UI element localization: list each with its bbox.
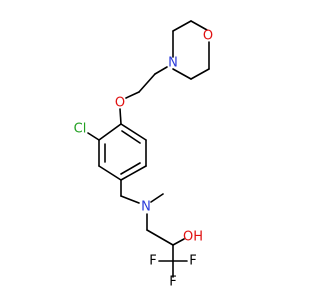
hydroxyl-label: OH bbox=[183, 230, 203, 245]
morpholine-oxygen-label: O bbox=[203, 29, 213, 44]
bond-ch2-ch2 bbox=[138, 73, 156, 93]
bond-morph-n-c3 bbox=[172, 68, 192, 80]
bond-morph-c3-c4 bbox=[190, 68, 210, 80]
fluorine-top-label: F bbox=[169, 275, 176, 290]
amine-nitrogen-label: N bbox=[141, 200, 151, 215]
bond-ring-4 bbox=[98, 165, 122, 181]
bond-morph-o-c1 bbox=[190, 20, 208, 31]
bond-ring-cl bbox=[87, 132, 100, 141]
ether-oxygen-label: O bbox=[115, 96, 125, 111]
fluorine-right-label: F bbox=[189, 254, 196, 269]
bonds bbox=[87, 20, 210, 278]
morpholine-nitrogen-label: N bbox=[168, 56, 178, 71]
atom-labels: O N O Cl N OH F F F bbox=[74, 29, 213, 290]
bond-n-ch2 bbox=[154, 66, 168, 75]
bond-n-methyl bbox=[150, 193, 164, 203]
bond-ring-6 bbox=[98, 123, 122, 141]
bond-choh-oh bbox=[172, 238, 185, 246]
bond-ring-double-2 bbox=[120, 162, 141, 175]
chlorine-label: Cl bbox=[74, 122, 87, 137]
bond-ch2b-choh bbox=[146, 229, 174, 246]
fluorine-left-label: F bbox=[149, 254, 156, 269]
bond-ring-3 bbox=[120, 165, 147, 181]
bond-o-ring bbox=[119, 108, 122, 125]
molecule-structure-diagram: O N O Cl N OH F F F bbox=[74, 20, 213, 290]
bond-ring-double-1 bbox=[121, 130, 141, 144]
bond-ch2-o bbox=[125, 91, 140, 99]
bond-ch2-n bbox=[120, 195, 140, 204]
bond-morph-c1-c2 bbox=[172, 20, 192, 32]
bond-ring-1 bbox=[120, 123, 147, 141]
